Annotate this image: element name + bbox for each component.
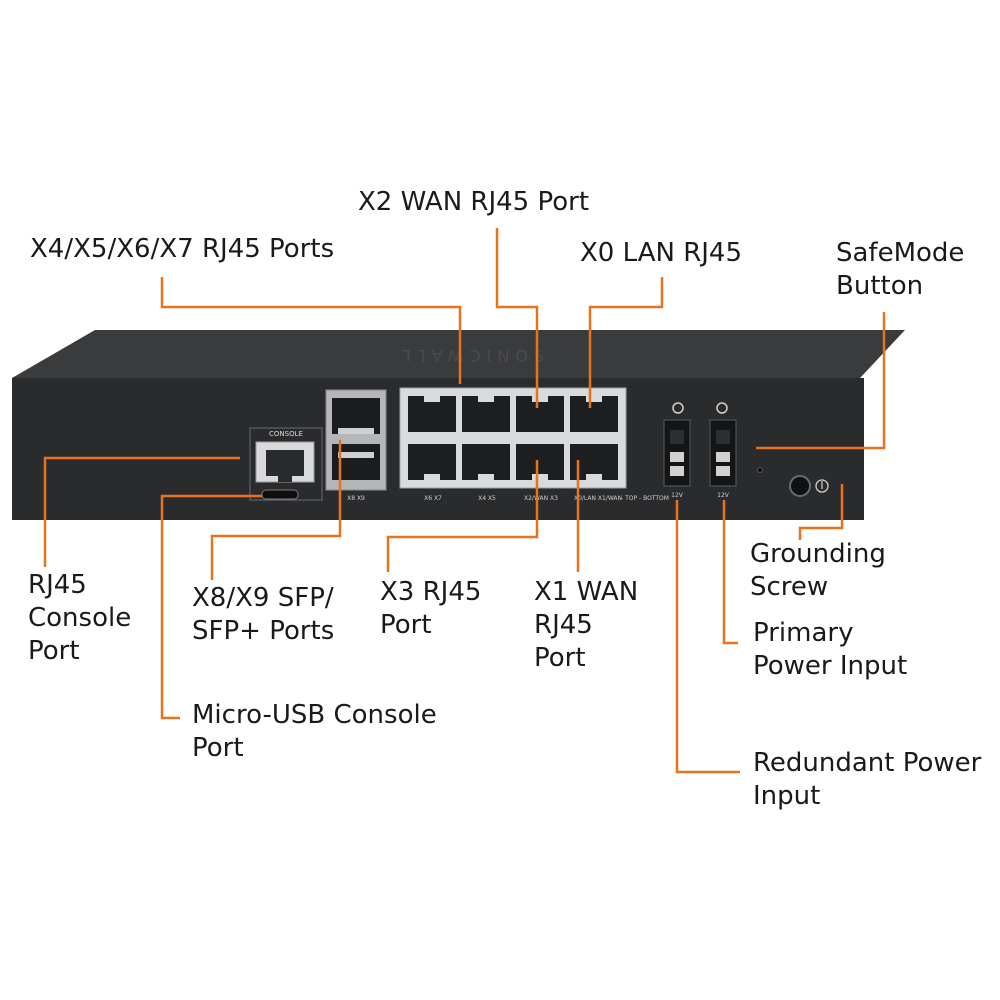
label-rj45-console-port: RJ45 Console Port (28, 569, 131, 668)
label-x2-wan-rj45-port: X2 WAN RJ45 Port (358, 186, 589, 219)
rj45-port-latch-notch (478, 474, 494, 480)
ground-symbol-icon (815, 479, 829, 493)
leader-rj45-console (43, 456, 240, 567)
rj45-port-latch-notch (424, 396, 440, 402)
label-line: Console (28, 603, 132, 633)
leader-grounding (798, 484, 844, 540)
rj45-console-port-socket (266, 450, 304, 476)
rj45-port-latch-notch (532, 474, 548, 480)
label-line: Primary (753, 618, 854, 648)
leader-safemode (756, 312, 886, 450)
silk-x0x1: X0/LAN X1/WAN (574, 495, 622, 502)
rj45-port-latch-notch (424, 474, 440, 480)
label-x8-x9-sfp-ports: X8/X9 SFP/ SFP+ Ports (192, 582, 334, 648)
label-line: Grounding (750, 539, 886, 569)
rj45-port-latch-notch (532, 396, 548, 402)
leader-sfp (210, 440, 342, 580)
primary-power-pin-b (716, 466, 730, 476)
label-line: Power Input (753, 651, 908, 681)
label-line: X8/X9 SFP/ (192, 583, 334, 613)
silk-x4x5: X4 X5 (478, 495, 496, 502)
label-x1-wan-rj45-port: X1 WAN RJ45 Port (534, 576, 638, 675)
micro-usb-port (261, 489, 299, 500)
rj45-port-latch-notch (586, 396, 602, 402)
console-bezel (249, 427, 323, 501)
leader-redundant-power (675, 500, 740, 774)
label-x4-x7-rj45-ports: X4/X5/X6/X7 RJ45 Ports (30, 233, 334, 266)
label-line: X0 LAN RJ45 (580, 238, 743, 268)
redundant-power-latch (670, 430, 684, 444)
brand-mark: SONICWALL (396, 346, 544, 365)
label-redundant-power-input: Redundant Power Input (753, 747, 981, 813)
label-line: X2 WAN RJ45 Port (358, 187, 590, 217)
label-x0-lan-rj45: X0 LAN RJ45 (580, 237, 742, 270)
callout-leader-lines (43, 228, 886, 774)
leader-x4-x7 (160, 277, 462, 384)
sfp-latch-x8 (338, 428, 374, 434)
label-line: X4/X5/X6/X7 RJ45 Ports (30, 234, 335, 264)
silk-x6x7: X6 X7 (424, 495, 442, 502)
leader-x3 (386, 460, 539, 572)
label-line: Redundant Power (753, 748, 982, 778)
label-line: Screw (750, 572, 829, 602)
rj45-console-port-notch (278, 476, 292, 482)
grounding-screw (789, 475, 811, 497)
rj45-port-latch-notch (478, 396, 494, 402)
rj45-port-latch-notch (586, 474, 602, 480)
label-line: Port (28, 636, 80, 666)
silk-sfp: X8 X9 (347, 495, 365, 502)
console-silk-label: CONSOLE (269, 430, 303, 438)
rj45-port-grid (408, 396, 618, 480)
label-line: X3 RJ45 (380, 577, 482, 607)
redundant-power-pin-b (670, 466, 684, 476)
silk-psu1: 12V (717, 492, 730, 499)
leader-primary-power (722, 500, 738, 645)
sfp-latch-x9 (338, 452, 374, 458)
primary-power-latch (716, 430, 730, 444)
power-2-led-icon (672, 402, 684, 414)
chassis-top (12, 330, 905, 378)
label-line: SFP+ Ports (192, 616, 335, 646)
label-line: Button (836, 271, 924, 301)
leader-micro-usb (160, 494, 262, 720)
safemode-button (757, 467, 763, 473)
label-micro-usb-console-port: Micro-USB Console Port (192, 699, 437, 765)
silk-top-bottom: - TOP - BOTTOM (621, 495, 669, 502)
label-line: RJ45 (534, 610, 593, 640)
label-line: X1 WAN (534, 577, 639, 607)
label-primary-power-input: Primary Power Input (753, 617, 907, 683)
primary-power-pin-a (716, 452, 730, 462)
label-x3-rj45-port: X3 RJ45 Port (380, 576, 481, 642)
leader-x0-lan (588, 277, 664, 408)
leader-x2-wan (495, 228, 539, 408)
label-grounding-screw: Grounding Screw (750, 538, 886, 604)
label-line: Port (534, 643, 586, 673)
silk-x2x3: X2/WAN X3 (524, 495, 558, 502)
label-line: Port (192, 733, 244, 763)
label-line: Port (380, 610, 432, 640)
redundant-power-pin-a (670, 452, 684, 462)
label-safemode-button: SafeMode Button (836, 237, 964, 303)
silk-psu2: 12V (671, 492, 684, 499)
power-1-led-icon (716, 402, 728, 414)
label-line: SafeMode (836, 238, 965, 268)
label-line: Micro-USB Console (192, 700, 437, 730)
label-line: RJ45 (28, 570, 87, 600)
label-line: Input (753, 781, 821, 811)
